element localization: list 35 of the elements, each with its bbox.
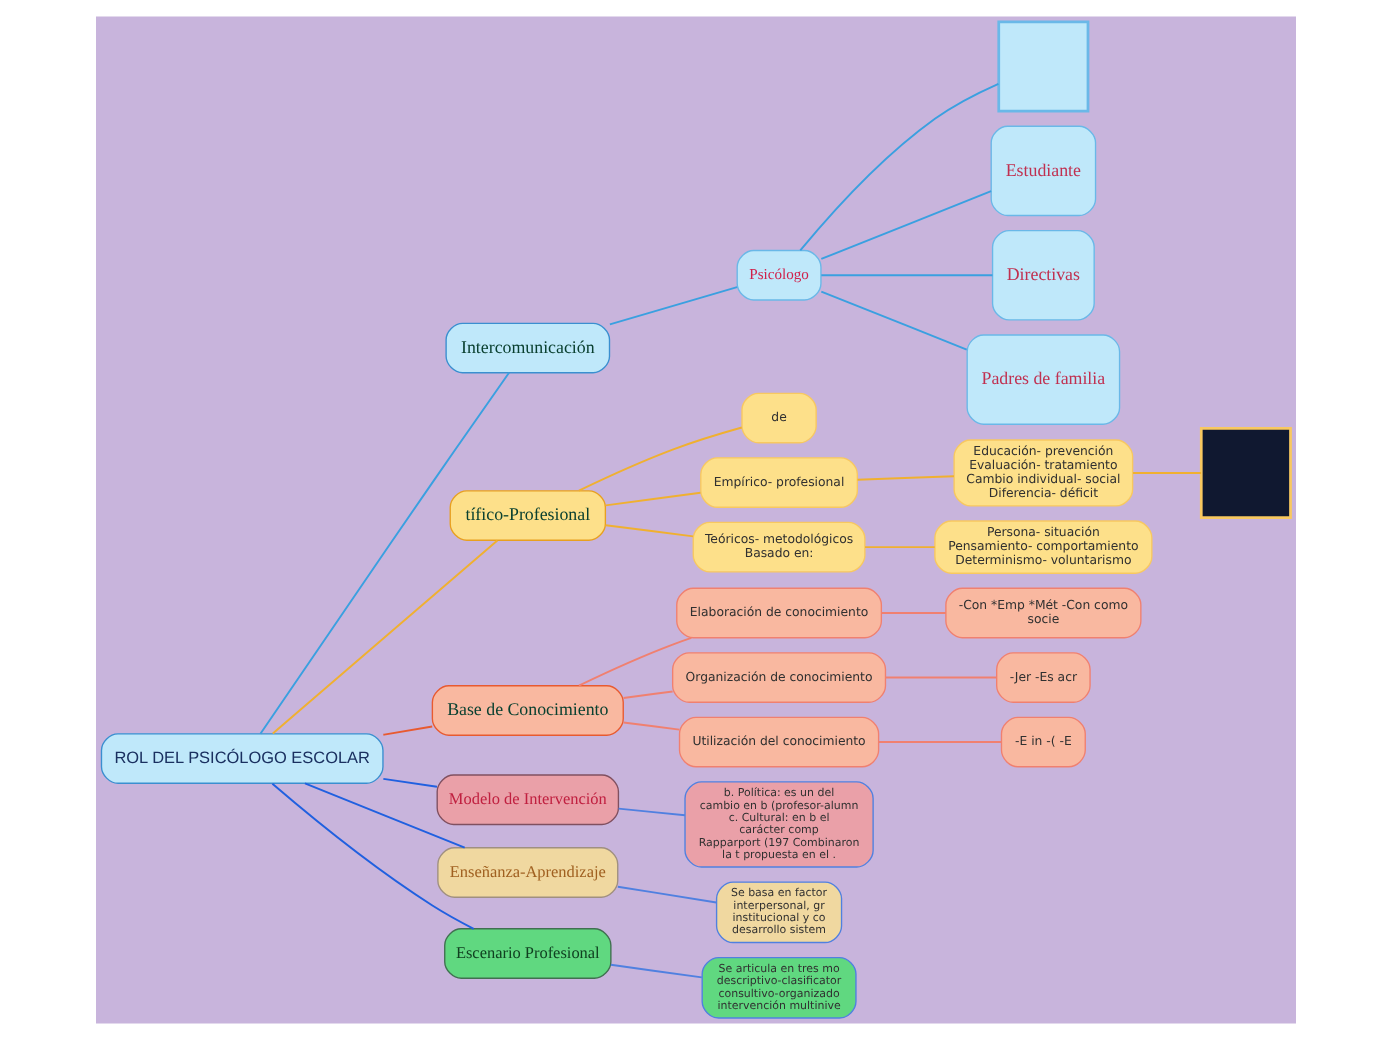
connector (880, 612, 947, 614)
connector (577, 636, 693, 687)
node-box: Intercomunicación (445, 322, 611, 374)
connector (608, 286, 739, 326)
connector (617, 807, 686, 817)
node-box: Estudiante (990, 125, 1097, 217)
connector (609, 963, 703, 979)
connector (271, 782, 475, 930)
node-box: Padres de familia (966, 334, 1121, 425)
node-box: Base de Conocimiento (431, 685, 624, 736)
connector (259, 371, 510, 735)
node-box: Psicólogo (736, 249, 822, 301)
connector (577, 426, 743, 492)
connector (856, 475, 955, 481)
connector (622, 721, 681, 731)
connector (604, 524, 695, 538)
connector (820, 290, 968, 351)
connector (884, 676, 998, 679)
node-box (997, 20, 1090, 113)
connector (820, 274, 994, 277)
node-box (1199, 426, 1292, 519)
connector (304, 782, 466, 849)
connector (799, 82, 1000, 252)
connector (382, 725, 434, 736)
connector (864, 546, 936, 549)
node-box: tífico-Profesional (449, 490, 607, 541)
connector (1132, 472, 1203, 474)
node-box: Directivas (991, 229, 1095, 321)
connector (271, 539, 499, 735)
connector (878, 741, 1002, 744)
connector (622, 690, 674, 699)
connector (616, 885, 718, 904)
connector (820, 190, 993, 260)
connector (382, 777, 438, 788)
connector (604, 491, 702, 507)
